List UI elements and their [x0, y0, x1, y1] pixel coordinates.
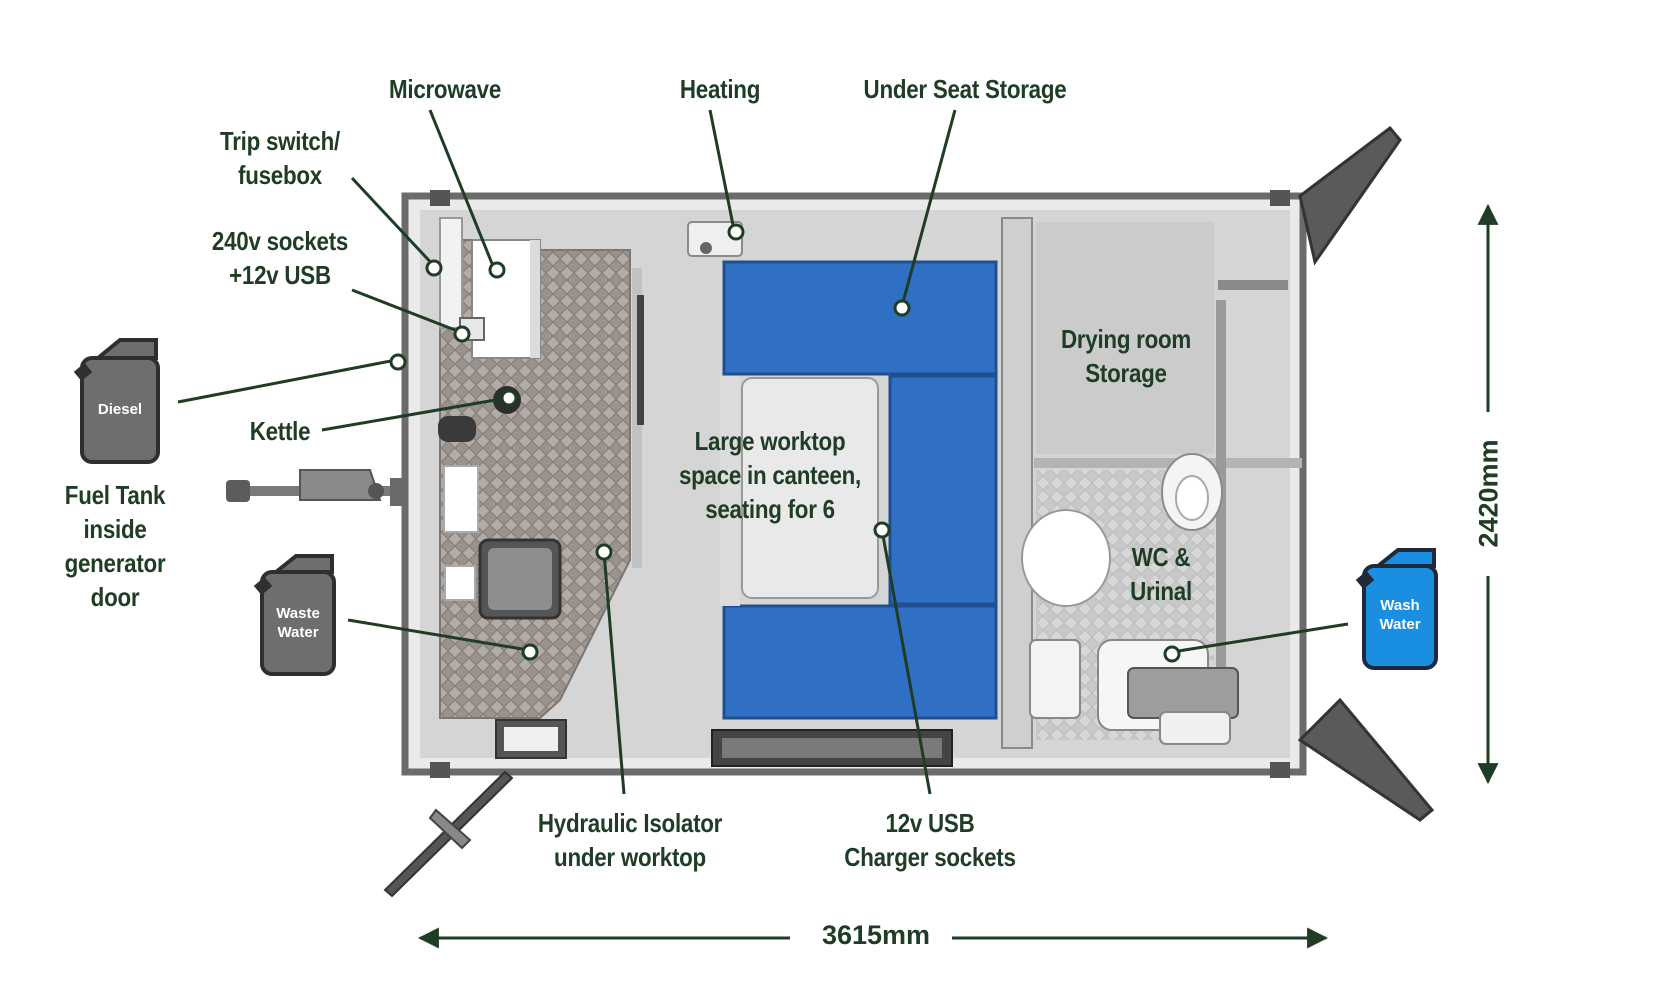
rear-doors — [1297, 125, 1435, 822]
length-dimension-label: 3615mm — [821, 920, 931, 950]
microwave-label: Microwave — [388, 74, 502, 104]
leader-dots — [389, 223, 1181, 663]
usb-sockets-label: 12v USB Charger sockets — [844, 808, 1016, 872]
waste-water-can-icon — [253, 554, 336, 676]
wc-area — [1021, 453, 1239, 745]
sockets-240v-label: 240v sockets +12v USB — [211, 226, 349, 290]
wash-water-can-label: Wash Water — [1379, 597, 1421, 633]
width-dimension-label: 2420mm — [1473, 439, 1504, 548]
under-seat-storage-label: Under Seat Storage — [863, 74, 1067, 104]
kettle-label: Kettle — [249, 416, 311, 446]
drying-room-floor — [1036, 222, 1214, 454]
side-door — [383, 770, 514, 898]
heating-label: Heating — [679, 74, 761, 104]
hydraulic-isolator-label: Hydraulic Isolator under worktop — [537, 808, 723, 872]
partition-walls — [1001, 217, 1302, 749]
worktop-label: Large worktop space in canteen, seating … — [678, 426, 862, 524]
diesel-can-label: Diesel — [97, 401, 143, 418]
fuel-tank-label: Fuel Tank inside generator door — [64, 480, 166, 612]
trip-switch-label: Trip switch/ fusebox — [220, 126, 340, 190]
waste-water-can-label: Waste Water — [276, 605, 320, 641]
diesel-can-icon — [73, 338, 160, 464]
leader-lines — [177, 109, 1349, 795]
canteen-seating — [720, 260, 998, 720]
tow-hitch — [226, 469, 412, 506]
drying-room-label: Drying room Storage — [1060, 324, 1192, 388]
kitchen-worktop — [438, 217, 644, 719]
door-mats — [495, 719, 953, 767]
wash-water-can-icon — [1355, 548, 1438, 670]
wc-urinal-label: WC & Urinal — [1130, 542, 1192, 606]
